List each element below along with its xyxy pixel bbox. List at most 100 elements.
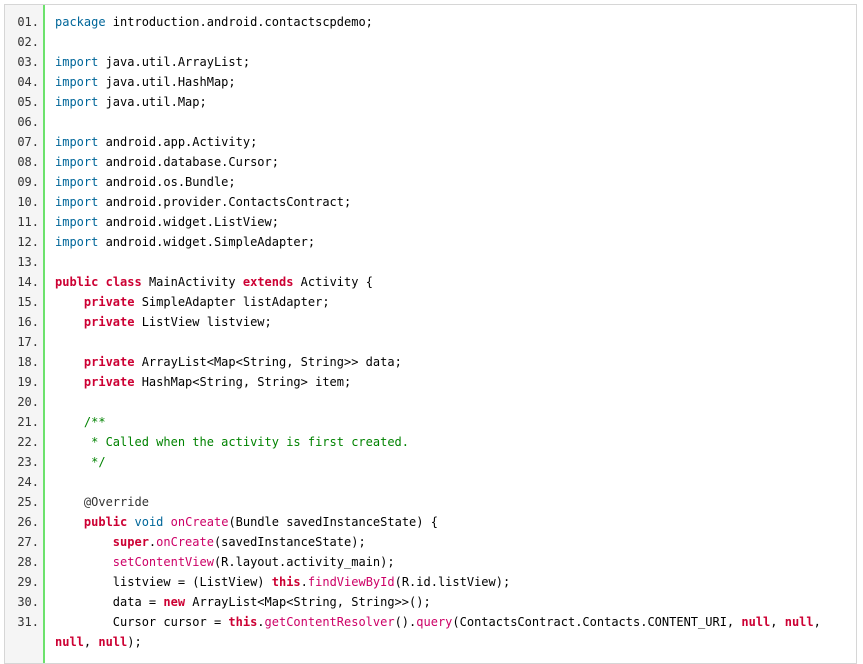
code-token: this [271,575,301,589]
code-token: Activity { [293,275,373,289]
code-text: public void onCreate(Bundle savedInstanc… [55,512,438,532]
code-token: /** [55,415,106,429]
code-token: import [55,155,99,169]
code-line: 09. import android.os.Bundle; [5,172,856,192]
code-token: package [55,15,106,29]
code-token: import [55,55,99,69]
code-token: extends [242,275,294,289]
code-token [55,515,84,529]
code-token: null [741,615,771,629]
code-line: 18. private ArrayList<Map<String, String… [5,352,856,372]
code-text: import java.util.Map; [55,92,207,112]
line-number: 15. [17,295,39,309]
code-token [55,555,113,569]
line-number: 12. [17,235,39,249]
code-line: 22. * Called when the activity is first … [5,432,856,452]
code-token: null [784,615,814,629]
code-text: import android.app.Activity; [55,132,257,152]
code-token: . [300,575,308,589]
line-number: 19. [17,375,39,389]
line-number: 07. [17,135,39,149]
code-token: (ContactsContract.Contacts.CONTENT_URI, [452,615,742,629]
code-text: * Called when the activity is first crea… [55,432,409,452]
code-line: 04.import java.util.HashMap; [5,72,856,92]
code-line: 29. listview = (ListView) this.findViewB… [5,572,856,592]
code-token: import [55,95,99,109]
code-token: private [83,355,135,369]
line-number: 31. [17,615,39,629]
line-number: 14. [17,275,39,289]
code-line: 07. import android.app.Activity; [5,132,856,152]
code-line: 06. [5,112,856,132]
code-token: import [55,175,99,189]
code-token: . [148,535,157,549]
code-token: android.app.Activity; [98,135,258,149]
code-token: query [416,615,453,629]
code-line: 21. /** [5,412,856,432]
line-number: 03. [17,55,39,69]
code-line: 14.public class MainActivity extends Act… [5,272,856,292]
code-token [55,295,84,309]
code-text: */ [55,452,105,472]
code-line: 27. super.onCreate(savedInstanceState); [5,532,856,552]
code-token: java.util.ArrayList; [98,55,251,69]
code-token: import [55,215,99,229]
code-line: 19. private HashMap<String, String> item… [5,372,856,392]
code-token: onCreate [156,535,214,549]
code-token [55,535,113,549]
code-token: Cursor cursor = [55,615,229,629]
code-token: import [55,235,99,249]
code-token: super [112,535,149,549]
code-token: new [163,595,186,609]
code-line: 16. private ListView listview; [5,312,856,332]
code-line: 30. data = new ArrayList<Map<String, Str… [5,592,856,612]
code-text: import android.database.Cursor; [55,152,279,172]
line-number: 13. [17,255,39,269]
line-number: 28. [17,555,39,569]
code-token [163,515,170,529]
code-token: (R.layout.activity_main); [213,555,395,569]
line-number: 26. [17,515,39,529]
line-number: 06. [17,115,39,129]
code-token: android.os.Bundle; [98,175,236,189]
code-text: package introduction.android.contactscpd… [55,12,373,32]
code-line: 26. public void onCreate(Bundle savedIns… [5,512,856,532]
line-number: 23. [17,455,39,469]
code-token: , [770,615,785,629]
code-lines: 01.package introduction.android.contacts… [5,12,856,652]
line-number: 04. [17,75,39,89]
code-line: 08.import android.database.Cursor; [5,152,856,172]
line-number: 17. [17,335,39,349]
code-text: setContentView(R.layout.activity_main); [55,552,395,572]
code-token: private [83,295,135,309]
code-token: void [134,515,164,529]
code-text: /** [55,412,106,432]
code-token: (savedInstanceState); [213,535,366,549]
code-token: java.util.HashMap; [98,75,236,89]
line-number: 30. [17,595,39,609]
code-token: data = [55,595,164,609]
code-text: Cursor cursor = this.getContentResolver(… [55,612,821,632]
code-token: private [83,375,135,389]
code-text: @Override [55,492,149,512]
line-number: 18. [17,355,39,369]
code-token: null [98,635,128,649]
line-number: 09. [17,175,39,189]
code-token: findViewById [307,575,395,589]
code-token: @Override [55,495,149,509]
code-text: import android.provider.ContactsContract… [55,192,351,212]
code-token: getContentResolver [264,615,395,629]
code-line: 01.package introduction.android.contacts… [5,12,856,32]
code-token: (R.id.listView); [394,575,511,589]
code-text: import android.widget.ListView; [55,212,279,232]
code-line: 03. import java.util.ArrayList; [5,52,856,72]
code-line: 23. */ [5,452,856,472]
code-token [127,515,134,529]
line-number: 29. [17,575,39,589]
code-token: (). [394,615,417,629]
code-line: 05.import java.util.Map; [5,92,856,112]
code-token: ListView listview; [134,315,272,329]
line-number: 02. [17,35,39,49]
code-token: import [55,135,99,149]
line-number: 11. [17,215,39,229]
